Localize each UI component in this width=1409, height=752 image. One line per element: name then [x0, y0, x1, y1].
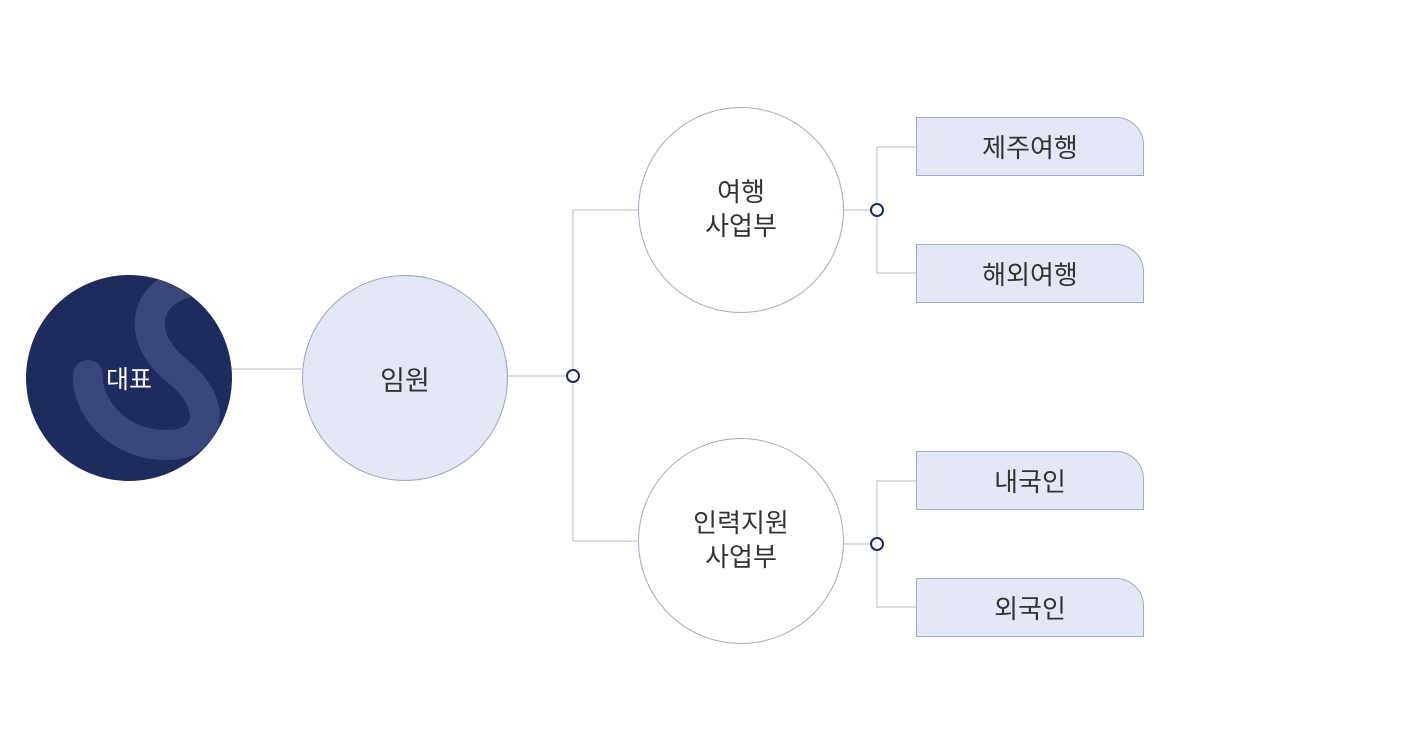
connector-exec-divisions: [572, 209, 638, 542]
division-travel-label-line1: 여행: [717, 178, 765, 208]
logo-watermark: [72, 275, 220, 461]
division-staffing-label-line1: 인력지원: [693, 509, 789, 539]
executives-label: 임원: [380, 365, 430, 397]
team-domestic: 내국인: [916, 451, 1144, 510]
team-foreign: 외국인: [916, 578, 1144, 637]
junction-dot-travel: [870, 203, 884, 217]
team-jeju-travel: 제주여행: [916, 117, 1144, 176]
junction-dot-exec: [566, 369, 580, 383]
team-jeju-travel-label: 제주여행: [982, 134, 1078, 164]
ceo-label: 대표: [105, 365, 152, 394]
team-domestic-label: 내국인: [994, 468, 1066, 498]
junction-dot-staffing: [870, 537, 884, 551]
division-travel-node: 여행 사업부: [638, 107, 844, 313]
team-overseas-travel: 해외여행: [916, 244, 1144, 303]
executives-node: 임원: [302, 275, 508, 481]
team-foreign-label: 외국인: [994, 595, 1066, 625]
team-overseas-travel-label: 해외여행: [982, 261, 1078, 291]
division-travel-label-line2: 사업부: [705, 212, 777, 242]
division-staffing-label-line2: 사업부: [705, 543, 777, 573]
division-staffing-label: 인력지원 사업부: [693, 507, 789, 575]
division-staffing-node: 인력지원 사업부: [638, 438, 844, 644]
division-travel-label: 여행 사업부: [705, 176, 777, 244]
ceo-node: 대표: [26, 275, 232, 481]
